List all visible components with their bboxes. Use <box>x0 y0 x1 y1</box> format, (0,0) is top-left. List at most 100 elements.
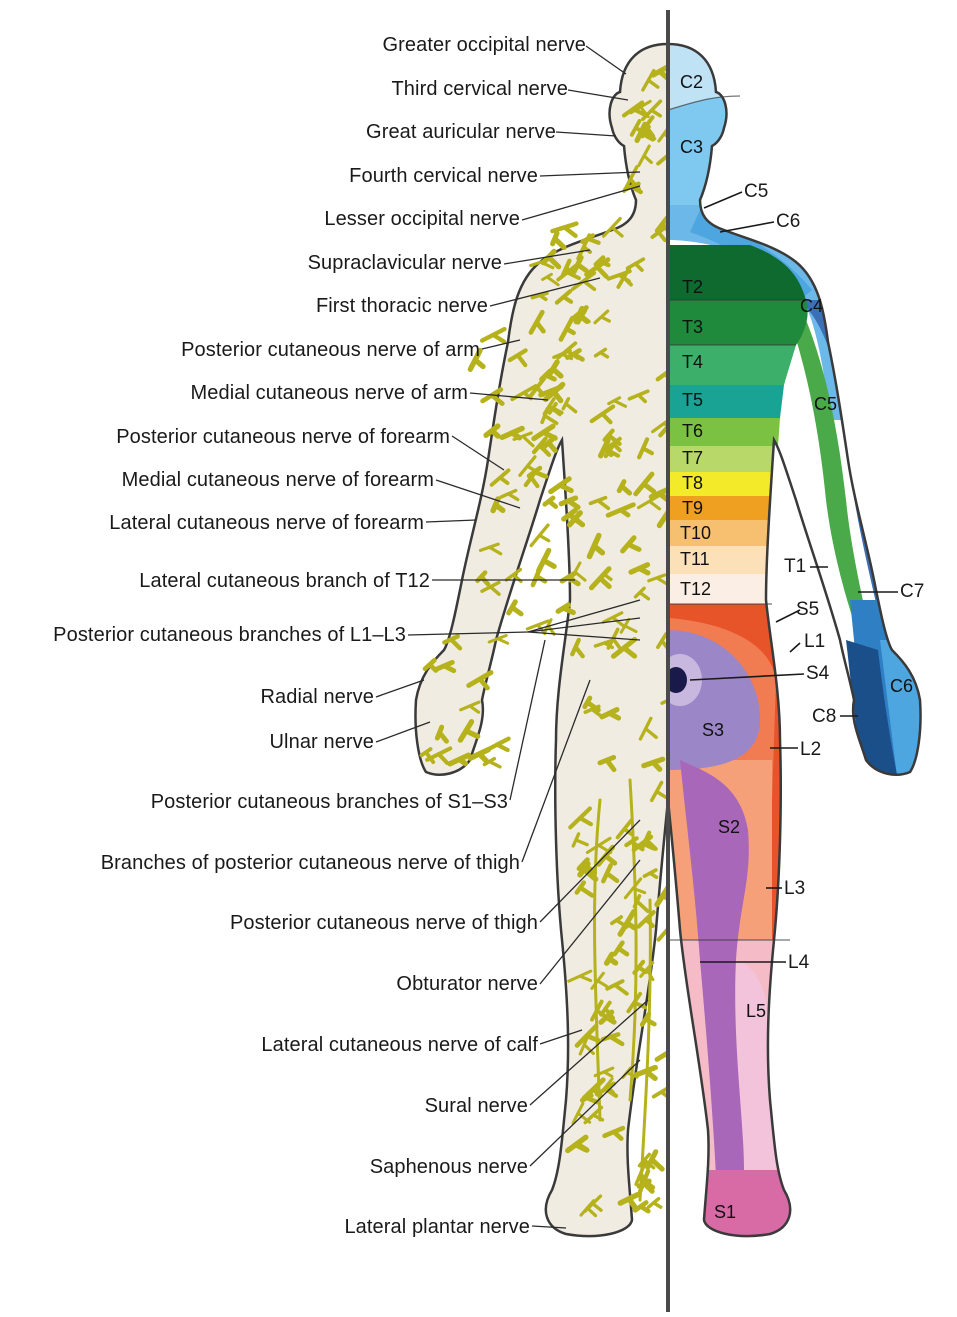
nerve-twig <box>541 272 560 287</box>
label-supraclavicular-nerve: Supraclavicular nerve <box>307 252 502 274</box>
nerve-twig <box>422 657 439 673</box>
label-great-auricular-nerve: Great auricular nerve <box>366 121 556 143</box>
nerve-twig <box>629 99 652 119</box>
nerve-twig <box>545 359 564 379</box>
dermatome-label-c2: C2 <box>680 72 704 92</box>
label-first-thoracic-nerve: First thoracic nerve <box>315 295 488 317</box>
nerve-twig <box>633 586 651 601</box>
nerve-twig <box>542 381 566 404</box>
dermatome-t7-region <box>668 446 778 472</box>
nerve-twig <box>642 868 659 880</box>
dermatome-label-c6-neck: C6 <box>776 211 801 232</box>
nerve-twig <box>646 1196 663 1209</box>
nerve-twig <box>606 269 632 283</box>
nerve-twig <box>637 437 654 460</box>
nerve-twig <box>617 909 638 937</box>
label-saphenous-nerve: Saphenous nerve <box>369 1156 528 1178</box>
nerve-twig <box>478 542 503 556</box>
nerve-twig <box>565 1134 590 1154</box>
dermatome-label-c5-neck: C5 <box>744 181 769 202</box>
nerve-twig <box>620 535 642 554</box>
nerve-twig <box>617 1192 641 1212</box>
nerve-twig <box>619 617 638 634</box>
nerve-twig <box>593 347 610 359</box>
nerve-twig <box>578 1033 595 1056</box>
dermatome-label-t4: T4 <box>682 352 704 372</box>
nerve-twig <box>529 257 555 270</box>
dermatome-label-t12: T12 <box>680 579 712 599</box>
label-greater-occipital-nerve: Greater occipital nerve <box>382 34 586 56</box>
label-lateral-cutaneous-branch-of-t12: Lateral cutaneous branch of T12 <box>139 570 430 592</box>
nerve-twig <box>433 659 457 674</box>
nerve-twig <box>597 754 617 773</box>
nerve-twig <box>540 407 559 426</box>
dermatome-c6-hand-region <box>880 640 921 800</box>
dermatome-c8-region <box>846 640 900 790</box>
dermatome-t8-region <box>668 472 776 496</box>
label-medial-cutaneous-nerve-of-arm: Medial cutaneous nerve of arm <box>190 382 468 404</box>
dermatome-label-c5-arm: C5 <box>814 394 838 414</box>
nerve-twig <box>561 397 578 414</box>
label-posterior-cutaneous-nerve-of-arm: Posterior cutaneous nerve of arm <box>181 339 480 361</box>
dermatome-label-c6-hand: C6 <box>890 676 914 696</box>
nerve-twig <box>548 476 574 495</box>
dermatome-c2-region <box>668 44 921 110</box>
nerve-twig <box>526 465 549 479</box>
nerve-twig <box>571 1101 592 1125</box>
label-lateral-cutaneous-nerve-of-forearm: Lateral cutaneous nerve of forearm <box>109 512 424 534</box>
dermatome-label-l2: L2 <box>800 739 822 760</box>
dermatome-t11-region <box>668 546 772 574</box>
nerve-twig <box>489 468 511 487</box>
dermatome-t6-region <box>668 418 780 446</box>
nerve-twig <box>628 562 651 576</box>
nerve-twig <box>590 971 608 990</box>
nerve-twig <box>602 217 624 238</box>
label-sural-nerve: Sural nerve <box>424 1095 528 1117</box>
nerve-twig <box>641 756 666 772</box>
nerve-twig <box>580 233 601 245</box>
nerve-twig <box>593 638 616 650</box>
nerve-twig <box>625 257 646 272</box>
nerve-twig <box>466 670 494 691</box>
dermatome-t12-region <box>668 574 772 604</box>
nerve-twig <box>482 756 502 769</box>
dermatome-label-t2: T2 <box>682 277 704 297</box>
dermatome-t2-region <box>668 245 806 300</box>
nerve-twig <box>599 568 613 582</box>
label-branches-of-posterior-cutaneous-nerve-of-thigh: Branches of posterior cutaneous nerve of… <box>100 852 520 874</box>
nerve-branches <box>419 65 668 1218</box>
label-posterior-cutaneous-nerve-of-forearm: Posterior cutaneous nerve of forearm <box>116 426 450 448</box>
label-fourth-cervical-nerve: Fourth cervical nerve <box>349 165 538 187</box>
label-posterior-cutaneous-branches-of-l1-l3: Posterior cutaneous branches of L1–L3 <box>53 624 406 646</box>
nerve-twig <box>483 423 501 439</box>
nerve-twig <box>627 389 650 404</box>
nerve-twig <box>633 471 657 497</box>
nerve-twig <box>599 707 622 721</box>
nerve-twig <box>479 326 507 344</box>
nerve-twig <box>638 716 658 741</box>
nerve-twig <box>467 347 486 372</box>
nerve-twig <box>512 431 535 448</box>
nerve-twig <box>605 979 629 996</box>
dermatome-s2-region <box>680 760 749 1176</box>
dermatome-t10-region <box>668 520 772 546</box>
nerve-twig <box>589 404 616 425</box>
dermatome-leader-lines <box>689 191 898 963</box>
dermatome-t5-region <box>668 385 784 418</box>
label-obturator-nerve: Obturator nerve <box>396 973 538 995</box>
nerve-twig <box>558 495 581 510</box>
nerve-twig <box>637 144 653 167</box>
label-lesser-occipital-nerve: Lesser occipital nerve <box>324 208 520 230</box>
nerve-twig <box>616 479 633 496</box>
nerve-trunk <box>638 898 652 1202</box>
dermatome-t1-region <box>790 320 872 640</box>
nerve-twig <box>506 599 524 617</box>
dermatome-label-t10: T10 <box>680 523 712 543</box>
nerve-twig <box>499 488 520 502</box>
nerve-twig <box>588 495 611 511</box>
nerve-twig <box>434 724 449 744</box>
nerve-twig <box>540 434 558 453</box>
dermatome-label-l3: L3 <box>784 878 806 899</box>
